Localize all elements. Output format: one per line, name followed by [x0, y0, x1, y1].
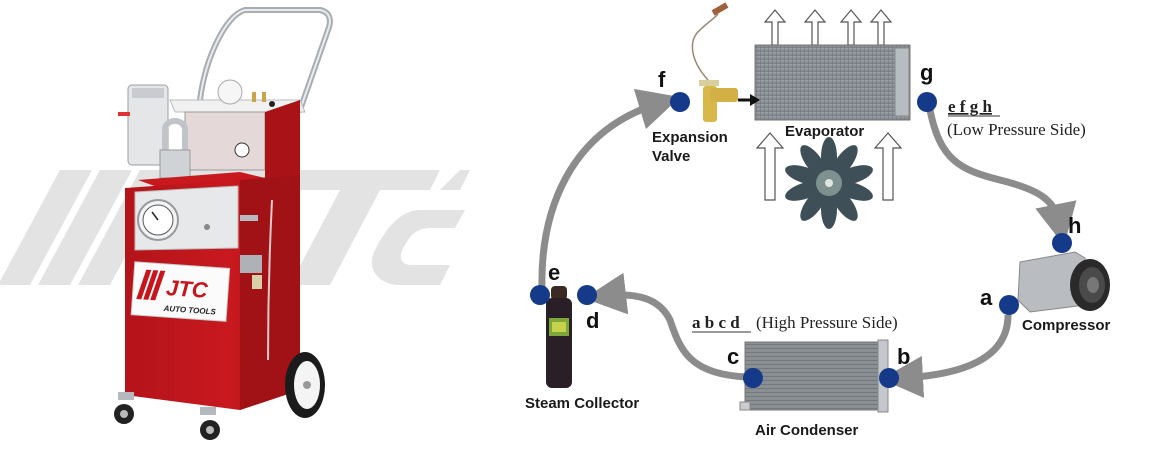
node-g: [917, 92, 937, 112]
evaporator-label: Evaporator: [785, 123, 864, 140]
node-f: [670, 92, 690, 112]
node-g-letter: g: [920, 60, 933, 85]
low-pressure-label: (Low Pressure Side): [947, 120, 1086, 139]
node-b-letter: b: [897, 344, 910, 369]
node-e-letter: e: [548, 260, 560, 285]
node-h: [1052, 233, 1072, 253]
cycle-nodes: [530, 92, 1072, 388]
jtc-badge: JTC AUTO TOOLS: [136, 269, 217, 317]
compressor-image: [1017, 251, 1110, 313]
node-b: [879, 368, 899, 388]
ac-cycle-diagram: Evaporator: [525, 2, 1111, 439]
evaporator-image: [754, 44, 911, 121]
fan-image: [785, 137, 873, 229]
node-d: [577, 285, 597, 305]
fluid-exchanger-machine: JTC AUTO TOOLS: [114, 7, 333, 440]
compressor-label: Compressor: [1022, 317, 1111, 334]
expansion-valve-label-line1: Expansion: [652, 129, 728, 146]
badge-subtitle-text: AUTO TOOLS: [162, 304, 216, 317]
node-f-letter: f: [658, 67, 666, 92]
flow-arrow-e-to-f: [538, 88, 681, 291]
high-pressure-label: (High Pressure Side): [756, 313, 898, 332]
node-e: [530, 285, 550, 305]
flow-arrow-c-to-d: [584, 272, 749, 381]
node-a-letter: a: [980, 285, 993, 310]
flow-arrow-g-to-h: [926, 109, 1077, 246]
badge-brand-text: JTC: [165, 275, 209, 303]
node-c-letter: c: [727, 344, 739, 369]
node-d-letter: d: [586, 308, 599, 333]
air-condenser-label: Air Condenser: [755, 422, 859, 439]
air-in-arrows: [755, 132, 903, 201]
node-c: [743, 368, 763, 388]
high-pressure-letters: a b c d: [692, 313, 740, 332]
node-h-letter: h: [1068, 213, 1081, 238]
node-a: [999, 295, 1019, 315]
flow-arrow-a-to-b: [881, 314, 1012, 398]
steam-collector-label: Steam Collector: [525, 395, 639, 412]
steam-collector-image: [546, 286, 572, 388]
expansion-valve-image: [691, 2, 760, 122]
low-pressure-letters: e f g h: [948, 97, 992, 116]
expansion-valve-label-line2: Valve: [652, 148, 690, 165]
air-out-arrows: [763, 9, 893, 46]
